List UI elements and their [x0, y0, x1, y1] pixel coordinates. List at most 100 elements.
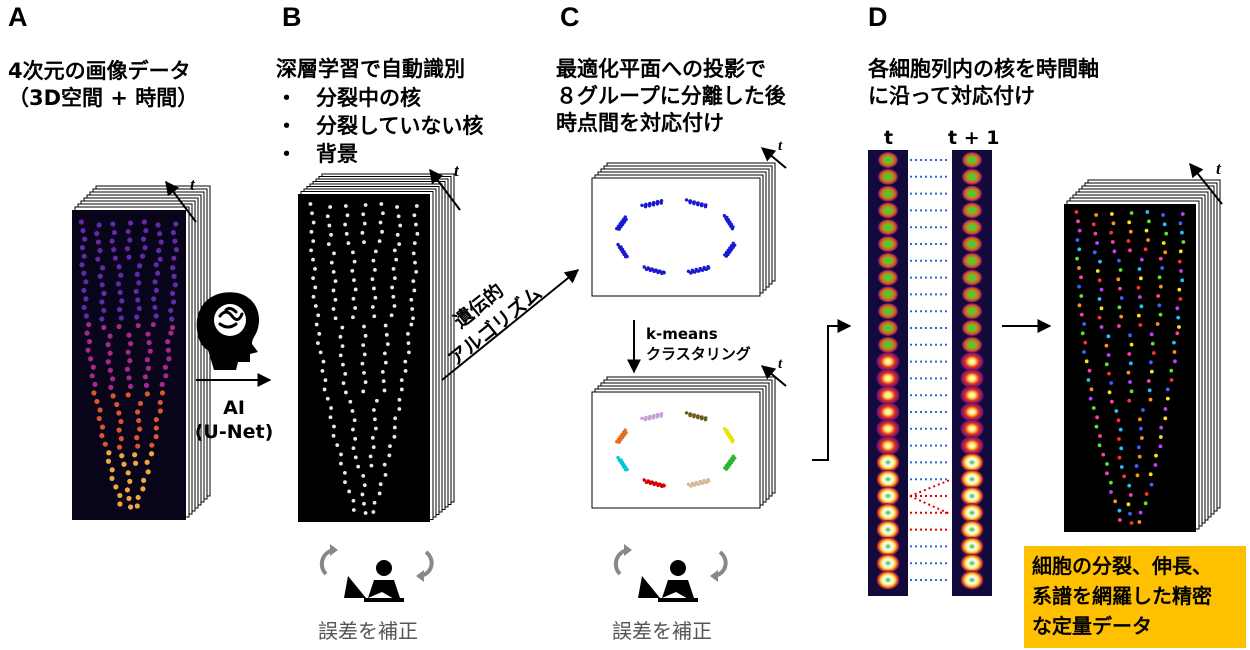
nucleus-dot [95, 239, 101, 245]
nucleus-dot [333, 297, 338, 302]
nucleus-dot [117, 501, 123, 507]
nucleus-dot [165, 339, 171, 345]
nucleus-dot [107, 367, 113, 373]
nucleus-dot [132, 452, 138, 458]
nucleus-dot [142, 374, 149, 380]
strip-nucleus [960, 385, 984, 405]
strip-nucleus [960, 352, 984, 372]
nucleus-dot [1126, 502, 1131, 507]
nucleus-dot [109, 376, 116, 382]
nucleus-dot [1088, 396, 1093, 401]
nucleus-dot [310, 211, 314, 216]
nucleus-dot [1159, 425, 1164, 430]
nucleus-dot [1077, 303, 1082, 308]
cluster-point [617, 458, 622, 463]
nucleus-dot [83, 279, 89, 285]
nucleus-dot [368, 454, 373, 459]
nucleus-dot [1122, 474, 1127, 479]
nucleus-dot [97, 248, 103, 254]
nucleus-dot [79, 245, 85, 251]
nucleus-dot [397, 242, 402, 246]
nucleus-dot [363, 203, 368, 207]
nucleus-dot [373, 426, 378, 431]
strip-nucleus [962, 202, 982, 219]
nucleus-dot [362, 352, 367, 357]
nucleus-dot [1113, 499, 1118, 504]
nucleus-dot [173, 221, 179, 227]
nucleus-dot [333, 316, 338, 321]
nucleus-dot [1129, 521, 1134, 525]
cluster-point [696, 414, 700, 418]
nucleus-dot [1105, 462, 1109, 466]
nucleus-dot [395, 205, 399, 209]
strip-nucleus [960, 570, 984, 590]
nucleus-dot [99, 433, 105, 439]
nucleus-dot [331, 270, 336, 274]
strip-nucleus [878, 336, 898, 353]
nucleus-dot [1139, 436, 1144, 440]
nucleus-dot [1139, 257, 1144, 262]
nucleus-dot [347, 489, 352, 494]
nucleus-dot [1180, 278, 1185, 283]
nucleus-dot [165, 347, 171, 353]
nucleus-dot [1111, 221, 1116, 226]
nucleus-dot [128, 341, 134, 347]
kmeans-label-line2: クラスタリング [646, 345, 751, 363]
strip-t [868, 150, 908, 596]
nucleus-dot [136, 417, 142, 424]
nucleus-dot [140, 486, 146, 492]
nucleus-dot [78, 219, 84, 225]
panel-letter-a: A [8, 2, 28, 32]
nucleus-dot [86, 339, 93, 345]
nucleus-dot [1135, 473, 1140, 478]
nucleus-dot [1151, 351, 1156, 355]
nucleus-dot [313, 267, 317, 271]
strip-nucleus [962, 185, 982, 202]
nucleus-dot [1161, 241, 1166, 245]
panel-b-correction-icon [319, 544, 434, 602]
nucleus-dot [1139, 426, 1143, 431]
nucleus-dot [171, 273, 177, 279]
nucleus-dot [1165, 387, 1170, 392]
nucleus-dot [378, 220, 383, 225]
nucleus-dot [135, 322, 141, 329]
nucleus-dot [1154, 453, 1158, 458]
nucleus-dot [1082, 350, 1086, 354]
cluster-point [704, 203, 708, 207]
nucleus-dot [155, 270, 161, 276]
nucleus-dot [143, 382, 150, 388]
cluster-point [640, 203, 644, 207]
nucleus-dot [351, 446, 356, 450]
nucleus-dot [1158, 312, 1163, 317]
nucleus-dot [1104, 343, 1109, 348]
nucleus-dot [1079, 312, 1084, 317]
nucleus-dot [145, 469, 151, 475]
nucleus-dot [411, 279, 416, 284]
nucleus-dot [1157, 275, 1162, 280]
nucleus-dot [353, 455, 358, 460]
nucleus-dot [362, 371, 366, 375]
nucleus-dot [134, 435, 140, 441]
cluster-point [616, 455, 620, 460]
nucleus-dot [411, 316, 415, 321]
nucleus-dot [1092, 250, 1097, 255]
nucleus-dot [125, 470, 131, 476]
nucleus-dot [343, 204, 348, 208]
nucleus-dot [158, 239, 164, 245]
cluster-point [655, 199, 660, 204]
ai-label-line1: AI [223, 397, 245, 419]
nucleus-dot [351, 250, 355, 255]
nucleus-dot [390, 285, 395, 290]
strip-nucleus [962, 286, 982, 303]
nucleus-dot [412, 241, 417, 245]
nucleus-dot [88, 356, 94, 362]
nucleus-dot [1176, 315, 1181, 320]
panel-d-time-label: t [1216, 159, 1222, 178]
nucleus-dot [362, 324, 366, 329]
strip-nucleus [962, 320, 982, 336]
nucleus-dot [1077, 228, 1082, 233]
nucleus-dot [380, 370, 385, 374]
nucleus-dot [313, 304, 318, 308]
nucleus-dot [116, 264, 122, 270]
nucleus-dot [171, 299, 177, 305]
